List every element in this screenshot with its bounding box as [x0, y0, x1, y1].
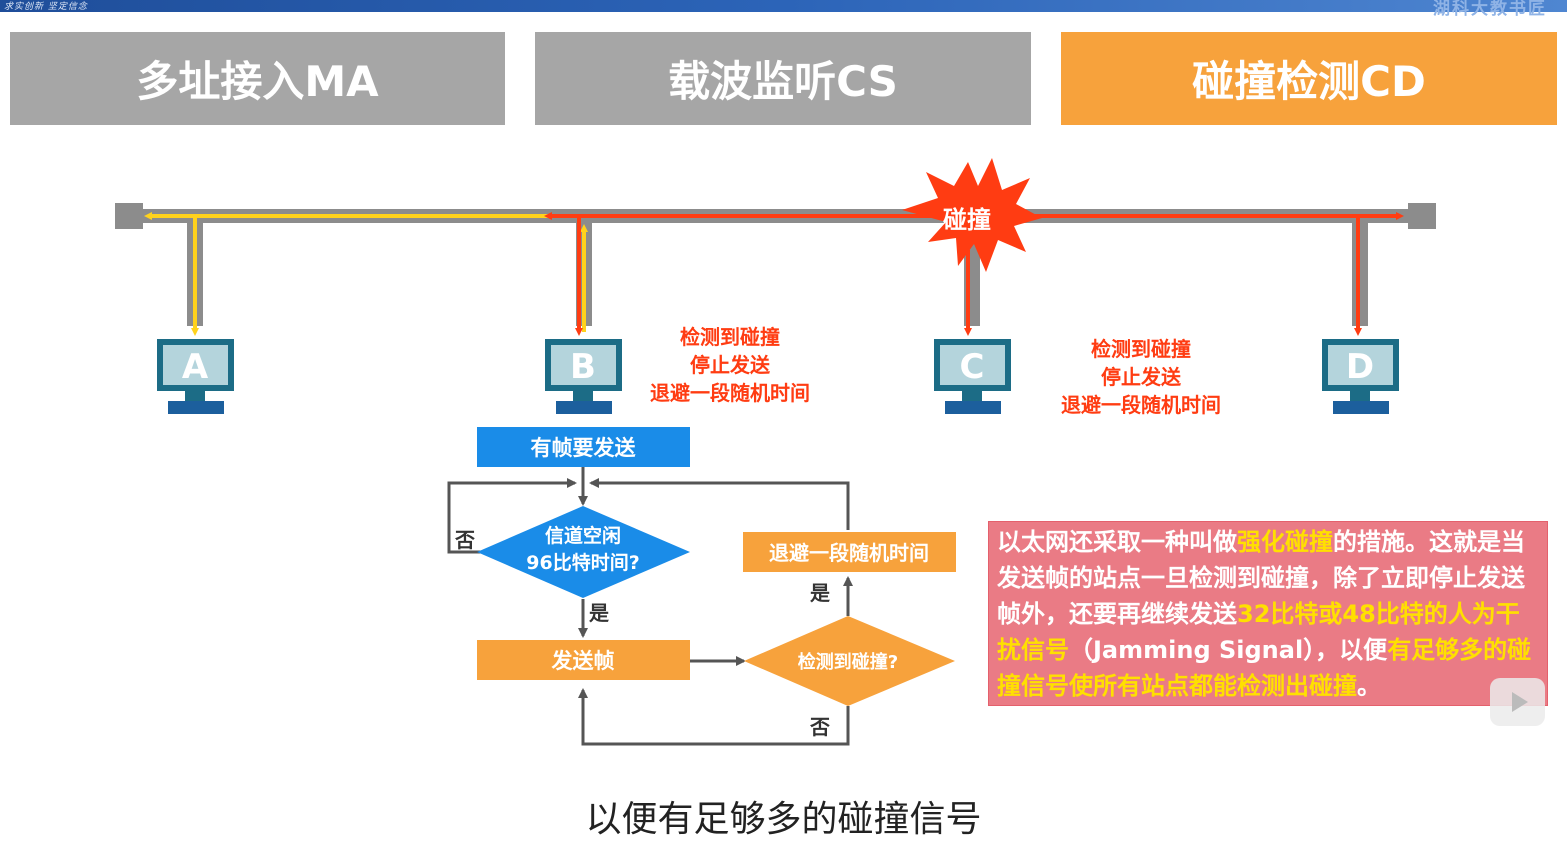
note-station-c: 检测到碰撞 停止发送 退避一段随机时间 — [1061, 337, 1221, 417]
video-play-icon[interactable] — [1490, 678, 1545, 726]
flow-decision-idle-line1: 信道空闲 — [545, 524, 621, 547]
flowchart: 有帧要发送 信道空闲 96比特时间? 发送帧 检测到碰撞? 退避一段随机时间 否… — [447, 427, 956, 746]
note-line: 退避一段随机时间 — [650, 381, 810, 405]
flow-send-label: 发送帧 — [551, 649, 615, 673]
video-subtitle: 以便有足够多的碰撞信号 — [585, 799, 982, 840]
tab-label: 碰撞检测CD — [1192, 57, 1426, 106]
station-drops — [187, 216, 1368, 326]
flow-yes-label-collision: 是 — [809, 581, 830, 605]
station-b: B — [545, 339, 622, 414]
flow-decision-collision — [744, 616, 955, 706]
tab-label: 载波监听CS — [668, 57, 898, 106]
tab-collision-detection: 碰撞检测CD — [1061, 32, 1557, 125]
flow-decision-idle — [477, 506, 690, 598]
banner-watermark: 湖科大教书匠 — [1433, 0, 1547, 19]
tab-multiple-access: 多址接入MA — [10, 32, 505, 125]
note-line: 停止发送 — [690, 353, 771, 377]
info-text: （Jamming Signal），以便 — [1069, 636, 1388, 664]
station-c: C — [934, 339, 1011, 414]
flow-backoff-box — [743, 532, 956, 572]
flow-decision-idle-line2: 96比特时间? — [526, 552, 639, 574]
flow-start-box — [477, 427, 690, 467]
signal-from-b — [144, 212, 588, 336]
top-banner: 求实创新 坚定信念 湖科大教书匠 — [0, 0, 1567, 19]
jamming-signal-info-box: 以太网还采取一种叫做强化碰撞的措施。这就是当发送帧的站点一旦检测到碰撞，除了立即… — [988, 521, 1548, 706]
note-line: 检测到碰撞 — [1091, 337, 1191, 361]
station-d: D — [1322, 339, 1399, 414]
flow-send-box — [477, 640, 690, 680]
station-label: D — [1346, 347, 1374, 387]
collision-label: 碰撞 — [943, 206, 991, 234]
info-highlight: 强化碰撞 — [1237, 528, 1333, 556]
signal-from-c — [544, 212, 1404, 336]
station-label: A — [182, 347, 209, 387]
station-a: A — [157, 339, 234, 414]
info-highlight: 32比特或48比特的人为干扰信号 — [997, 600, 1520, 664]
info-highlight: 有足够多的碰撞信号使所有站点都能检测出碰撞 — [997, 636, 1532, 700]
info-text: 以太网还采取一种叫做 — [997, 528, 1237, 556]
banner-motto: 求实创新 坚定信念 — [4, 2, 88, 12]
flow-decision-collision-label: 检测到碰撞? — [798, 651, 898, 673]
flow-backoff-label: 退避一段随机时间 — [769, 541, 929, 565]
info-text: 。 — [1357, 672, 1381, 700]
station-label: C — [960, 347, 985, 387]
note-line: 退避一段随机时间 — [1061, 393, 1221, 417]
tab-label: 多址接入MA — [136, 57, 379, 106]
flow-no-label-collision: 否 — [809, 715, 830, 739]
note-station-b: 检测到碰撞 停止发送 退避一段随机时间 — [650, 325, 810, 405]
note-line: 停止发送 — [1101, 365, 1182, 389]
flow-no-label-idle: 否 — [454, 528, 475, 552]
tab-carrier-sense: 载波监听CS — [535, 32, 1031, 125]
note-line: 检测到碰撞 — [680, 325, 780, 349]
station-label: B — [570, 347, 596, 387]
info-text: 的措施。这就是当发送帧的站点一旦检测到碰撞，除了立即停止发送帧外，还要再继续发送 — [997, 528, 1525, 628]
collision-burst-icon: 碰撞 — [902, 158, 1042, 272]
flow-start-label: 有帧要发送 — [531, 436, 637, 460]
flow-yes-label-idle: 是 — [588, 601, 609, 625]
